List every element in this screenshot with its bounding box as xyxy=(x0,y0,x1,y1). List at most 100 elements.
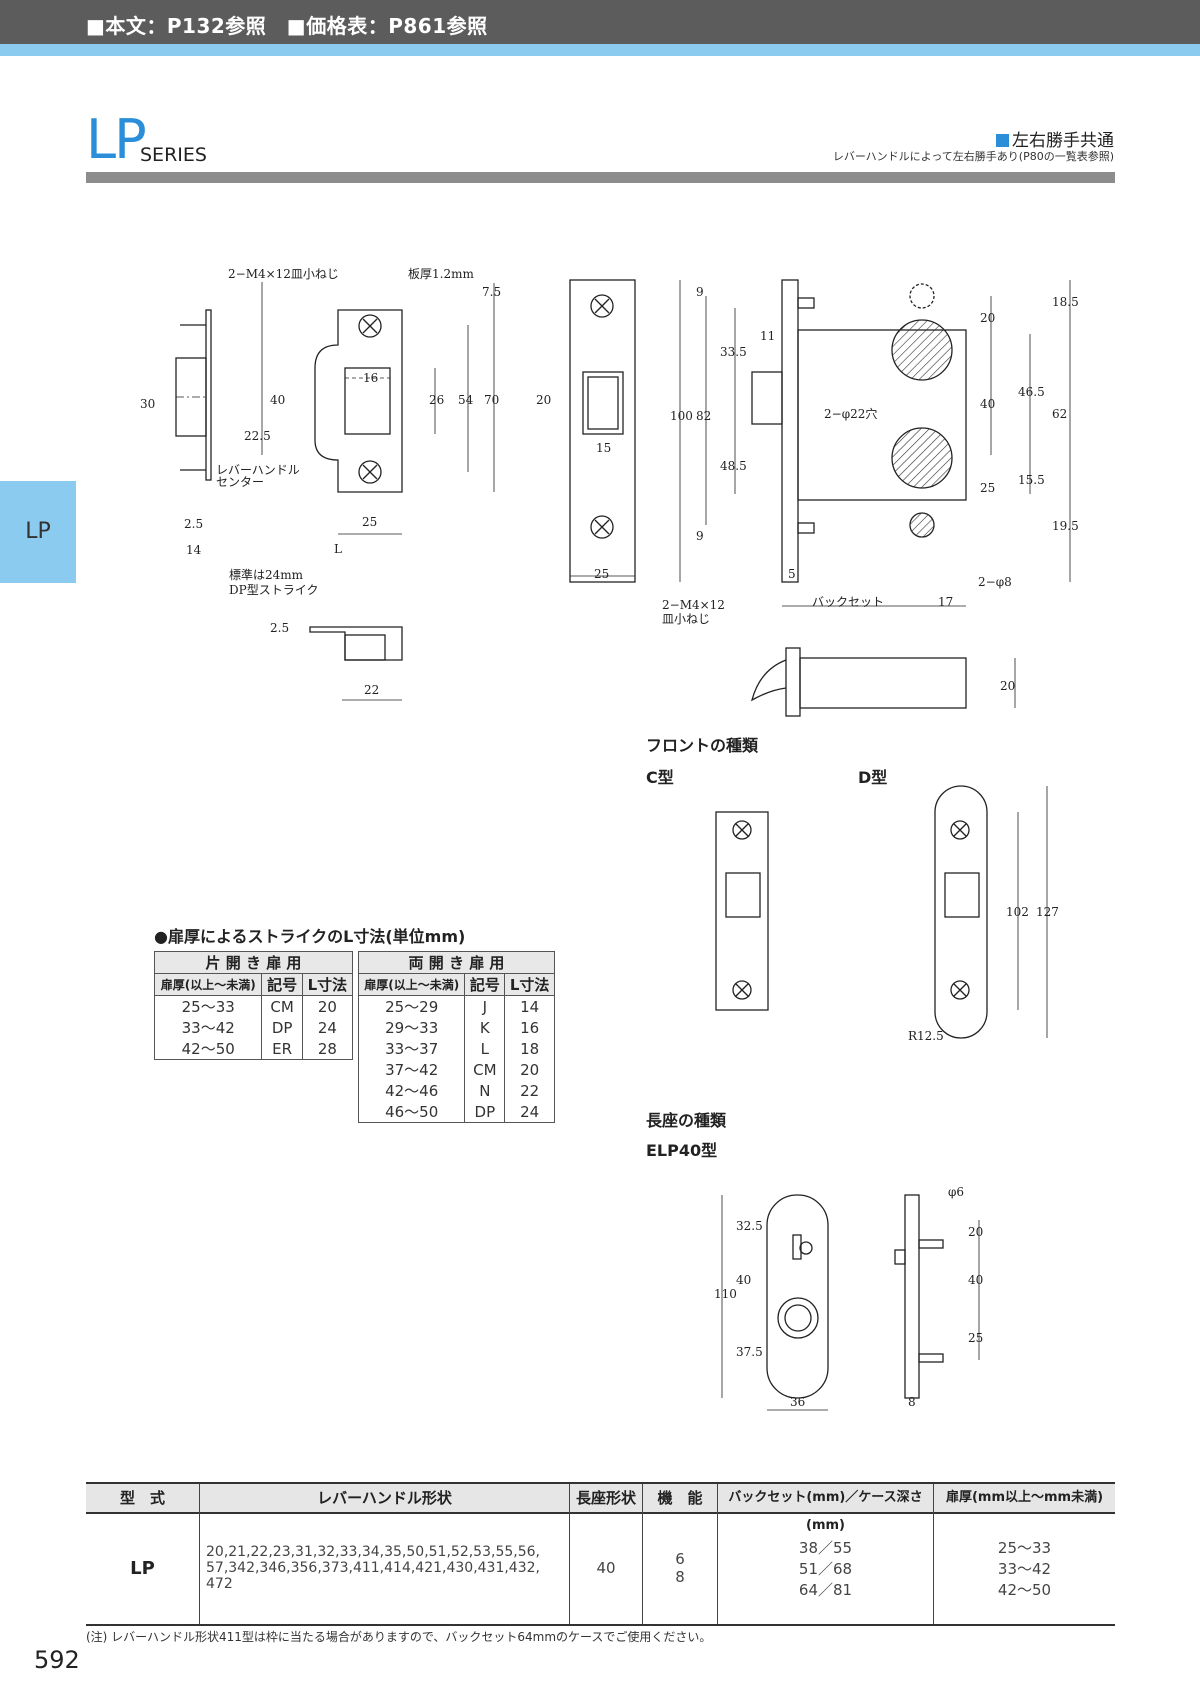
side-tab xyxy=(0,481,76,583)
strike-table-title: ●扉厚によるストライクのL寸法(単位mm) xyxy=(154,927,466,946)
dim-20d: 20 xyxy=(968,1225,983,1239)
bt-thickness: 25〜33 33〜42 42〜50 xyxy=(934,1512,1115,1624)
dim-25a: 25 xyxy=(362,515,377,529)
series-title: LP xyxy=(86,108,147,171)
dim-17: 17 xyxy=(938,595,953,609)
dim-15-5: 15.5 xyxy=(1018,473,1045,487)
dim-40d: 40 xyxy=(968,1273,983,1287)
reference-header: ■本文：P132参照 ■価格表：P861参照 xyxy=(86,14,488,38)
d-type-front xyxy=(934,785,988,1039)
bt-head-backset: バックセット(mm)／ケース深さ(mm) xyxy=(718,1484,934,1533)
dim-15: 15 xyxy=(596,441,611,455)
page-number: 592 xyxy=(34,1646,80,1674)
bt-backset: 38／55 51／68 64／81 xyxy=(718,1512,934,1624)
dim-70: 70 xyxy=(484,393,499,407)
label-hole22: 2−φ22穴 xyxy=(824,406,877,421)
dimension-lines xyxy=(261,280,1071,1411)
dim-40b: 40 xyxy=(980,397,995,411)
c-type-front xyxy=(715,811,769,1011)
dim-26: 26 xyxy=(429,393,444,407)
latch-bolt-view xyxy=(750,647,967,717)
dim-20b: 20 xyxy=(980,311,995,325)
label-std-strike2: DP型ストライク xyxy=(229,583,318,597)
bt-head-handles: レバーハンドル形状 xyxy=(200,1484,570,1512)
bt-backset-3: 64／81 xyxy=(798,1580,853,1599)
bt-thick-1: 25〜33 xyxy=(997,1538,1052,1557)
top-stripe xyxy=(0,44,1200,56)
dim-40c: 40 xyxy=(736,1273,751,1287)
dim-20c: 20 xyxy=(1000,679,1015,693)
dim-48-5: 48.5 xyxy=(720,459,747,473)
single-caption: 片 開 き 扉 用 xyxy=(154,951,353,974)
label-hole8: 2−φ8 xyxy=(978,575,1012,589)
table-cell: L xyxy=(464,1038,506,1059)
bt-plate: 40 xyxy=(570,1512,643,1624)
table-cell: 33〜37 xyxy=(357,1038,466,1059)
table-cell: 25〜33 xyxy=(153,995,263,1017)
c-type-label: C型 xyxy=(646,768,674,787)
dim-102: 102 xyxy=(1006,905,1029,919)
dim-5: 5 xyxy=(788,567,796,581)
label-backset: バックセット xyxy=(812,595,884,609)
table-cell: 37〜42 xyxy=(357,1059,466,1080)
dim-phi6: φ6 xyxy=(948,1185,964,1199)
dim-9b: 9 xyxy=(696,529,704,543)
series-subtitle: SERIES xyxy=(140,144,207,166)
table-cell: J xyxy=(464,995,506,1017)
title-rule xyxy=(86,172,1115,183)
dim-32-5: 32.5 xyxy=(736,1219,763,1233)
strike-front-view xyxy=(314,309,403,493)
table-cell: CM xyxy=(464,1059,506,1080)
footnote: (注) レバーハンドル形状411型は枠に当たる場合がありますので、バックセット6… xyxy=(86,1630,712,1644)
bt-handles: 20,21,22,23,31,32,33,34,35,50,51,52,53,5… xyxy=(200,1512,570,1624)
dim-7-5: 7.5 xyxy=(482,285,501,299)
table-cell: 20 xyxy=(301,995,354,1017)
dim-19-5: 19.5 xyxy=(1052,519,1079,533)
table-cell: 42〜50 xyxy=(153,1038,263,1060)
strike-side-view xyxy=(175,309,212,481)
dim-2-5: 2.5 xyxy=(184,517,203,531)
dim-25d: 25 xyxy=(968,1331,983,1345)
dim-25b: 25 xyxy=(594,567,609,581)
double-h0: 扉厚(以上〜未満) xyxy=(357,973,466,996)
side-tab-label: LP xyxy=(25,519,51,544)
table-cell: 16 xyxy=(504,1017,555,1038)
double-caption: 両 開 き 扉 用 xyxy=(358,951,555,974)
table-cell: 24 xyxy=(301,1017,354,1038)
table-cell: K xyxy=(464,1017,506,1038)
square-icon xyxy=(996,134,1009,147)
dim-20a: 20 xyxy=(536,393,551,407)
dim-30: 30 xyxy=(140,397,155,411)
elp40-label: ELP40型 xyxy=(646,1141,718,1160)
bt-thick-2: 33〜42 xyxy=(997,1559,1052,1578)
dim-62: 62 xyxy=(1052,407,1067,421)
dim-54: 54 xyxy=(458,393,474,407)
table-cell: 28 xyxy=(301,1038,354,1060)
table-cell: 29〜33 xyxy=(357,1017,466,1038)
label-screw-front2: 皿小ねじ xyxy=(662,612,710,626)
dim-11: 11 xyxy=(760,329,775,343)
table-cell: N xyxy=(464,1080,506,1101)
label-lever-center2: センター xyxy=(216,475,264,489)
dim-14: 14 xyxy=(186,543,202,557)
table-cell: ER xyxy=(261,1038,303,1060)
bt-thick-3: 42〜50 xyxy=(997,1580,1052,1599)
dim-127: 127 xyxy=(1036,905,1059,919)
single-h2: L寸法 xyxy=(301,973,354,996)
table-cell: 18 xyxy=(504,1038,555,1059)
dim-18-5: 18.5 xyxy=(1052,295,1079,309)
dim-37-5: 37.5 xyxy=(736,1345,763,1359)
d-type-label: D型 xyxy=(858,768,888,787)
bt-head-thickness: 扉厚(mm以上〜mm未満) xyxy=(945,1490,1104,1505)
bt-function: 6 8 xyxy=(643,1512,718,1624)
table-cell: CM xyxy=(261,995,303,1017)
elp40-plate-front xyxy=(766,1194,829,1399)
elp40-plate-side xyxy=(894,1194,944,1399)
dim-33-5: 33.5 xyxy=(720,345,747,359)
bt-head-model: 型 式 xyxy=(86,1484,200,1512)
bt-model: LP xyxy=(86,1512,200,1624)
label-screw-strike: 2−M4×12皿小ねじ xyxy=(228,267,339,281)
double-h2: L寸法 xyxy=(504,973,555,996)
